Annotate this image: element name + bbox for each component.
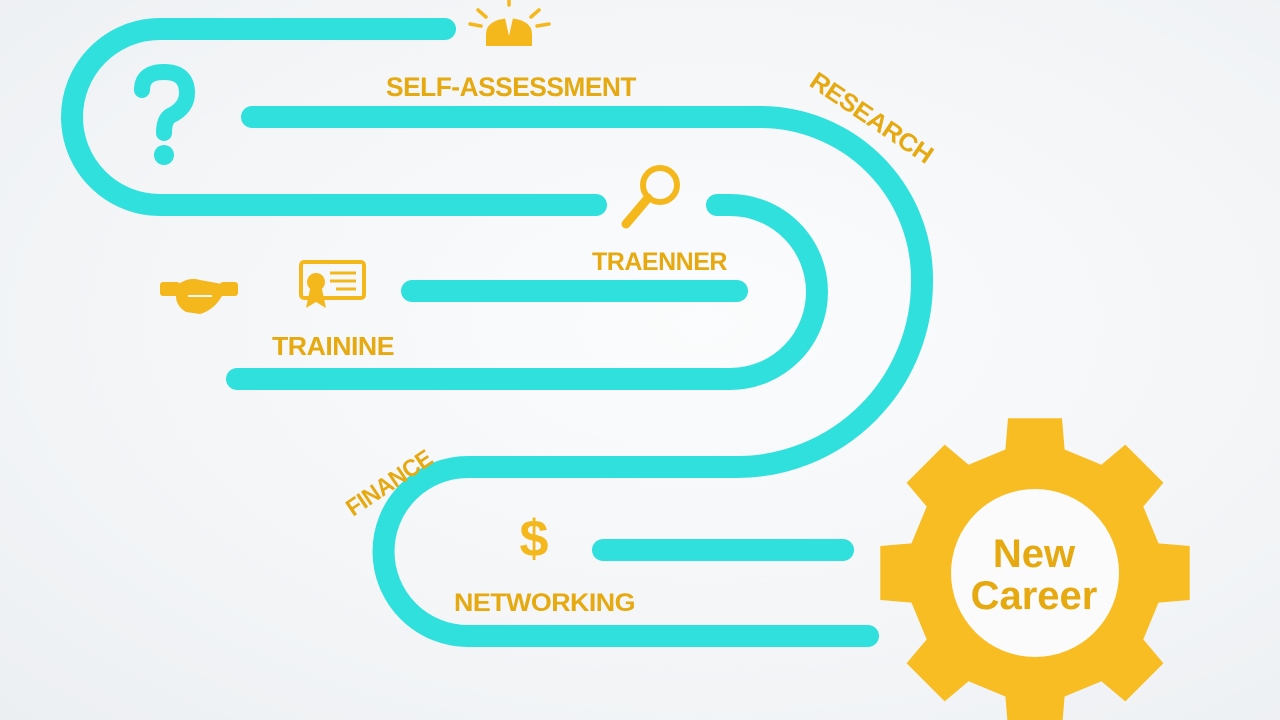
label-traenner: TRAENNER <box>592 248 727 276</box>
question-mark-icon <box>134 63 196 165</box>
gear-inner-circle <box>951 489 1119 657</box>
dollar-sign-icon: $ <box>520 510 549 568</box>
magnifying-glass-icon <box>621 165 680 229</box>
label-self-assessment: SELF-ASSESSMENT <box>386 72 637 102</box>
winding-path <box>61 18 933 647</box>
handshake-icon <box>160 278 238 314</box>
gear-label-new: New <box>993 532 1076 576</box>
person-with-tie-icon <box>468 0 551 46</box>
gear-label-career: Career <box>971 574 1098 618</box>
certificate-icon <box>299 260 366 308</box>
svg-text:$: $ <box>520 510 549 568</box>
path-segment-research-bend <box>241 106 933 647</box>
path-segment-trainer-bend <box>226 194 828 390</box>
gear-icon <box>880 418 1190 720</box>
label-networking: NETWORKING <box>454 589 635 617</box>
path-segment-top-loop <box>61 18 607 216</box>
label-trainine: TRAININE <box>272 331 394 361</box>
